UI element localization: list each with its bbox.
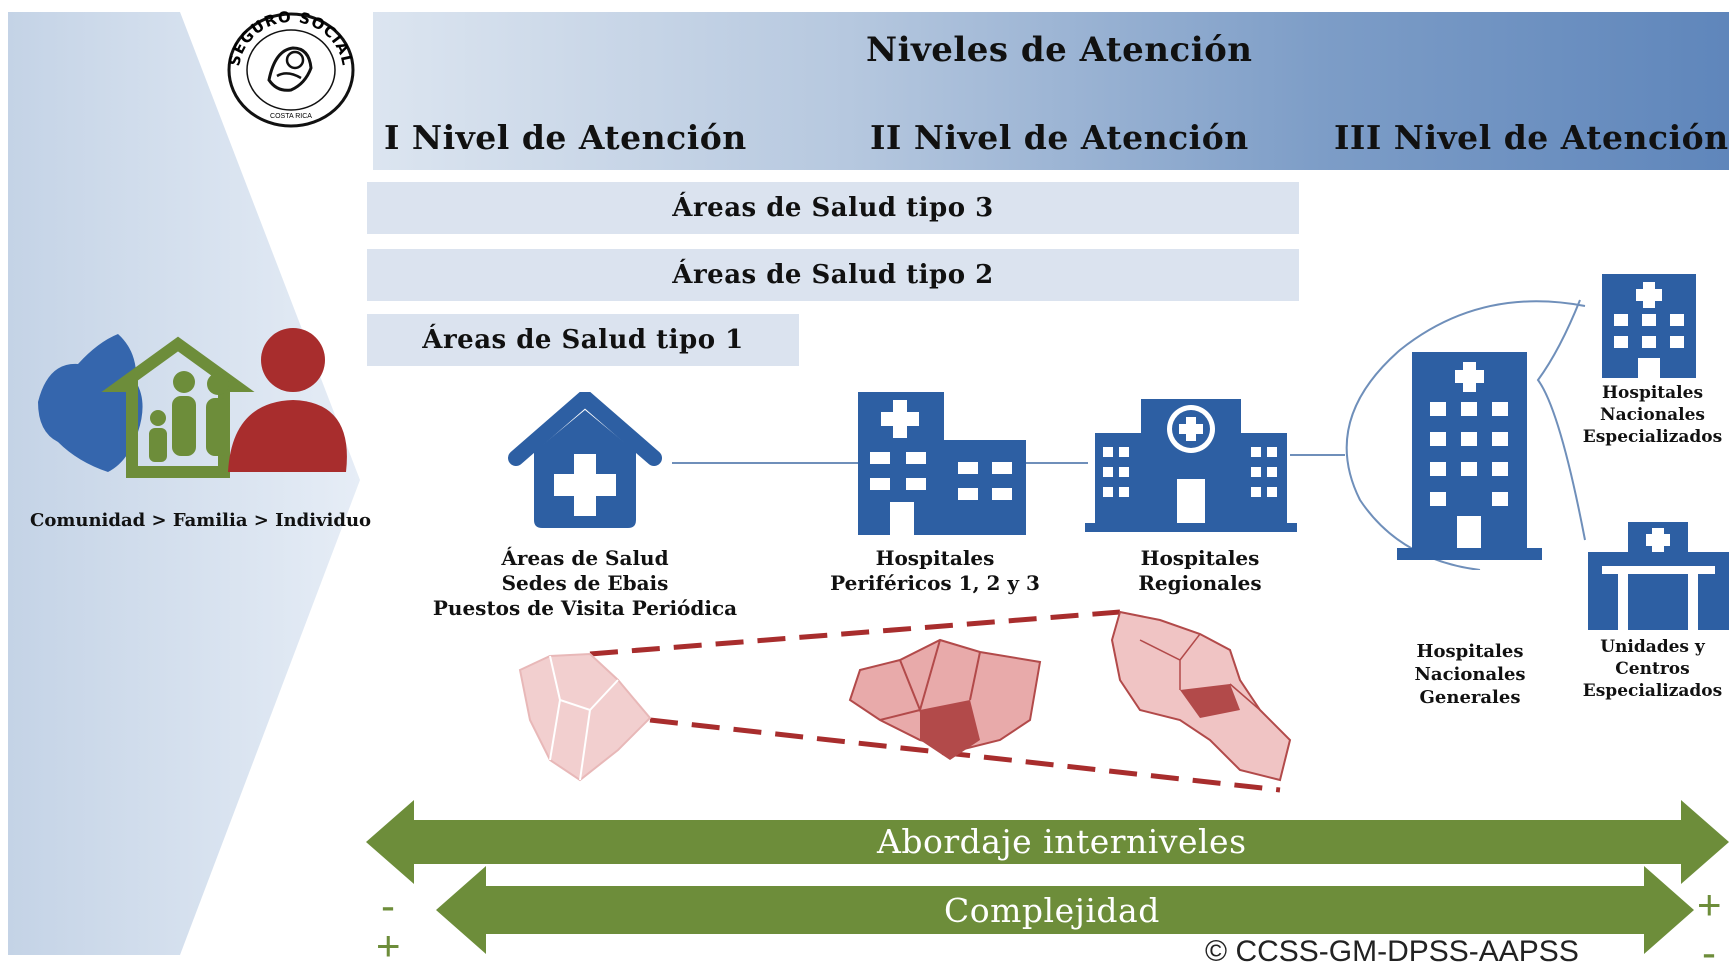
specialized-unit-icon [1588,522,1729,630]
caption-line: Especializados [1582,427,1723,447]
seguro-social-logo: COSTA RICA SEGURO SOCIAL [225,10,356,128]
level-2-label: II Nivel de Atención [870,118,1249,157]
caption-line: Sedes de Ebais [501,571,669,595]
caption-nacionales-generales: Hospitales Nacionales Generales [1380,640,1560,709]
caption-line: Hospitales [1140,546,1260,570]
caption-line: Generales [1419,687,1521,708]
left-plus-sign: + [376,922,401,969]
level-3-label: III Nivel de Atención [1334,118,1729,157]
diagram-title: Niveles de Atención [866,30,1253,70]
clinic-house-icon [508,392,662,528]
community-label: Comunidad > Familia > Individuo [30,510,372,531]
complejidad-arrow [436,866,1694,954]
caption-regionales: Hospitales Regionales [1090,546,1310,596]
caption-line: Centros [1615,659,1690,679]
caption-line: Nacionales [1414,664,1526,685]
family-map-icon [38,328,347,478]
header-band [373,12,1729,170]
logo-bottom-text: COSTA RICA [270,113,312,120]
caption-line: Puestos de Visita Periódica [432,596,738,620]
caption-line: Hospitales [1416,641,1524,662]
caption-line: Hospitales [1601,383,1704,403]
left-chevron-panel [8,12,360,955]
connector-lines [672,299,1586,570]
caption-nacionales-especializados: Hospitales Nacionales Especializados [1560,382,1729,448]
caption-line: Hospitales [875,546,995,570]
level-1-label: I Nivel de Atención [384,118,747,157]
caption-line: Unidades y [1600,637,1705,657]
abordaje-interniveles-label: Abordaje interniveles [877,822,1247,861]
area-salud-tipo-1-bar: Áreas de Salud tipo 1 [367,314,799,366]
area-salud-tipo-3-bar: Áreas de Salud tipo 3 [367,182,1299,234]
caption-areas-salud: Áreas de Salud Sedes de Ebais Puestos de… [415,546,755,621]
region-map-icon [518,609,1292,793]
regional-hospital-icon [1085,399,1297,532]
caption-perifericos: Hospitales Periféricos 1, 2 y 3 [800,546,1070,596]
caption-line: Periféricos 1, 2 y 3 [830,571,1040,595]
caption-line: Áreas de Salud [501,546,669,570]
copyright-text: © CCSS-GM-DPSS-AAPSS [1205,935,1579,968]
abordaje-interniveles-arrow [366,800,1729,884]
complejidad-label: Complejidad [944,891,1160,930]
left-minus-sign: - [381,882,395,929]
caption-line: Regionales [1138,571,1262,595]
right-minus-sign: - [1702,929,1716,976]
national-general-hospital-icon [1397,352,1542,560]
area-salud-tipo-2-bar: Áreas de Salud tipo 2 [367,249,1299,301]
caption-unidades: Unidades y Centros Especializados [1560,636,1729,702]
right-plus-sign: + [1697,881,1722,928]
caption-line: Especializados [1582,681,1723,701]
caption-line: Nacionales [1600,405,1705,425]
specialized-hospital-icon [1602,274,1696,378]
peripheral-hospital-icon [858,392,1026,535]
